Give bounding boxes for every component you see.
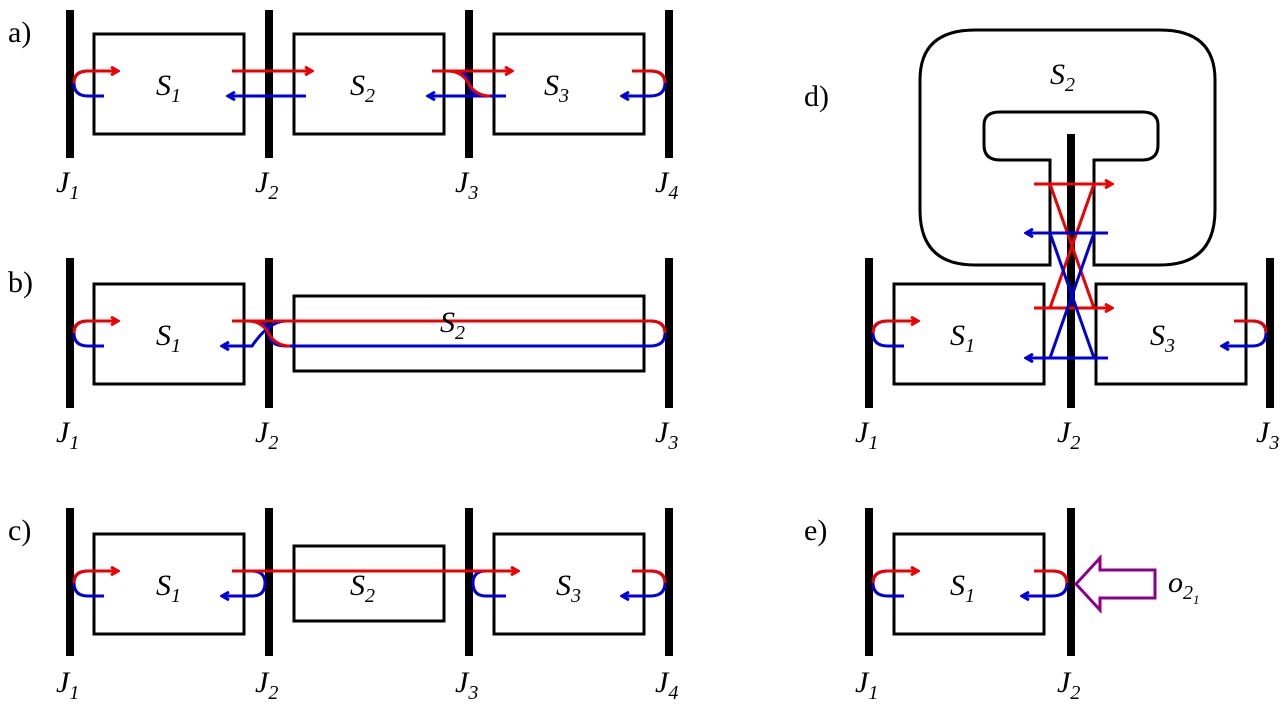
junction-label: J2 [1057, 416, 1080, 454]
junction-label: J3 [1256, 416, 1279, 454]
blue-cross-paths [1034, 231, 1108, 360]
junction-label: J4 [655, 666, 678, 704]
system-label: S2 [1050, 58, 1075, 96]
red-cross-paths [1034, 182, 1108, 310]
red-reflect-path [1034, 569, 1069, 584]
system-box [1094, 282, 1248, 386]
red-long-path [232, 319, 667, 334]
panel-e: e) S1 o21 J1 J2 [804, 508, 1200, 704]
system-box [292, 294, 646, 373]
red-reflect-arrow [72, 71, 118, 84]
red-reflect-path [1234, 319, 1268, 334]
panel-a-label: a) [8, 16, 31, 49]
red-reflect-arrow [72, 321, 118, 334]
red-reflect-path [632, 569, 667, 584]
system-box [92, 282, 246, 386]
panel-b: b) S1 S2 J1 J2 J3 [8, 258, 678, 454]
panel-a: a) S1 S2 S3 J1 J2 J3 J4 [8, 10, 678, 204]
junction-label: J2 [255, 416, 278, 454]
system-box [492, 532, 646, 636]
system-box [892, 282, 1046, 386]
system-label: S3 [556, 569, 581, 607]
operator-label: o21 [1168, 566, 1200, 607]
panel-d: d) S2 S1 S3 J1 J2 J3 [804, 28, 1279, 454]
red-reflect-arrow [871, 571, 918, 584]
junction-label: J1 [56, 166, 79, 204]
system-box [292, 32, 446, 136]
panel-b-label: b) [8, 266, 33, 299]
system-label: S2 [350, 569, 375, 607]
blue-reflect-arrow [1222, 319, 1268, 346]
junction-label: J3 [655, 416, 678, 454]
junction-label: J3 [455, 666, 478, 704]
junction-label: J2 [1057, 666, 1080, 704]
blue-reflect-path [72, 69, 118, 98]
system-label: S1 [950, 319, 975, 357]
red-cross-path [247, 319, 291, 348]
panel-e-label: e) [804, 514, 827, 547]
operator-arrow-icon [1073, 554, 1157, 614]
system-box [92, 532, 246, 636]
red-reflect-arrow [871, 321, 918, 334]
panel-d-label: d) [804, 80, 829, 113]
blue-reflect-path [72, 319, 118, 348]
blue-reflect-path [72, 569, 118, 598]
red-reflect-arrow [72, 571, 118, 584]
junction-label: J2 [255, 666, 278, 704]
junction-label: J2 [255, 166, 278, 204]
panel-c-label: c) [8, 514, 31, 547]
panel-c: c) S1 S2 S3 J1 J2 J3 J4 [8, 508, 678, 704]
system-label: S2 [440, 306, 465, 344]
junction-label: J1 [855, 666, 878, 704]
system-label: S3 [544, 69, 569, 107]
system-label: S1 [950, 569, 975, 607]
red-reflect-path [632, 69, 667, 84]
system-label: S1 [156, 69, 181, 107]
junction-label: J4 [655, 166, 678, 204]
junction-label: J1 [56, 666, 79, 704]
system-box [892, 532, 1046, 636]
junction-label: J3 [455, 166, 478, 204]
junction-label: J1 [855, 416, 878, 454]
system-box [92, 32, 246, 136]
junction-label: J1 [56, 416, 79, 454]
red-cross-path [447, 69, 491, 98]
system-box [492, 32, 646, 136]
system-label: S3 [1150, 319, 1175, 357]
system-box-loop [918, 28, 1217, 267]
system-box [292, 544, 446, 623]
system-label: S1 [156, 569, 181, 607]
system-label: S2 [350, 69, 375, 107]
system-label: S1 [156, 319, 181, 357]
